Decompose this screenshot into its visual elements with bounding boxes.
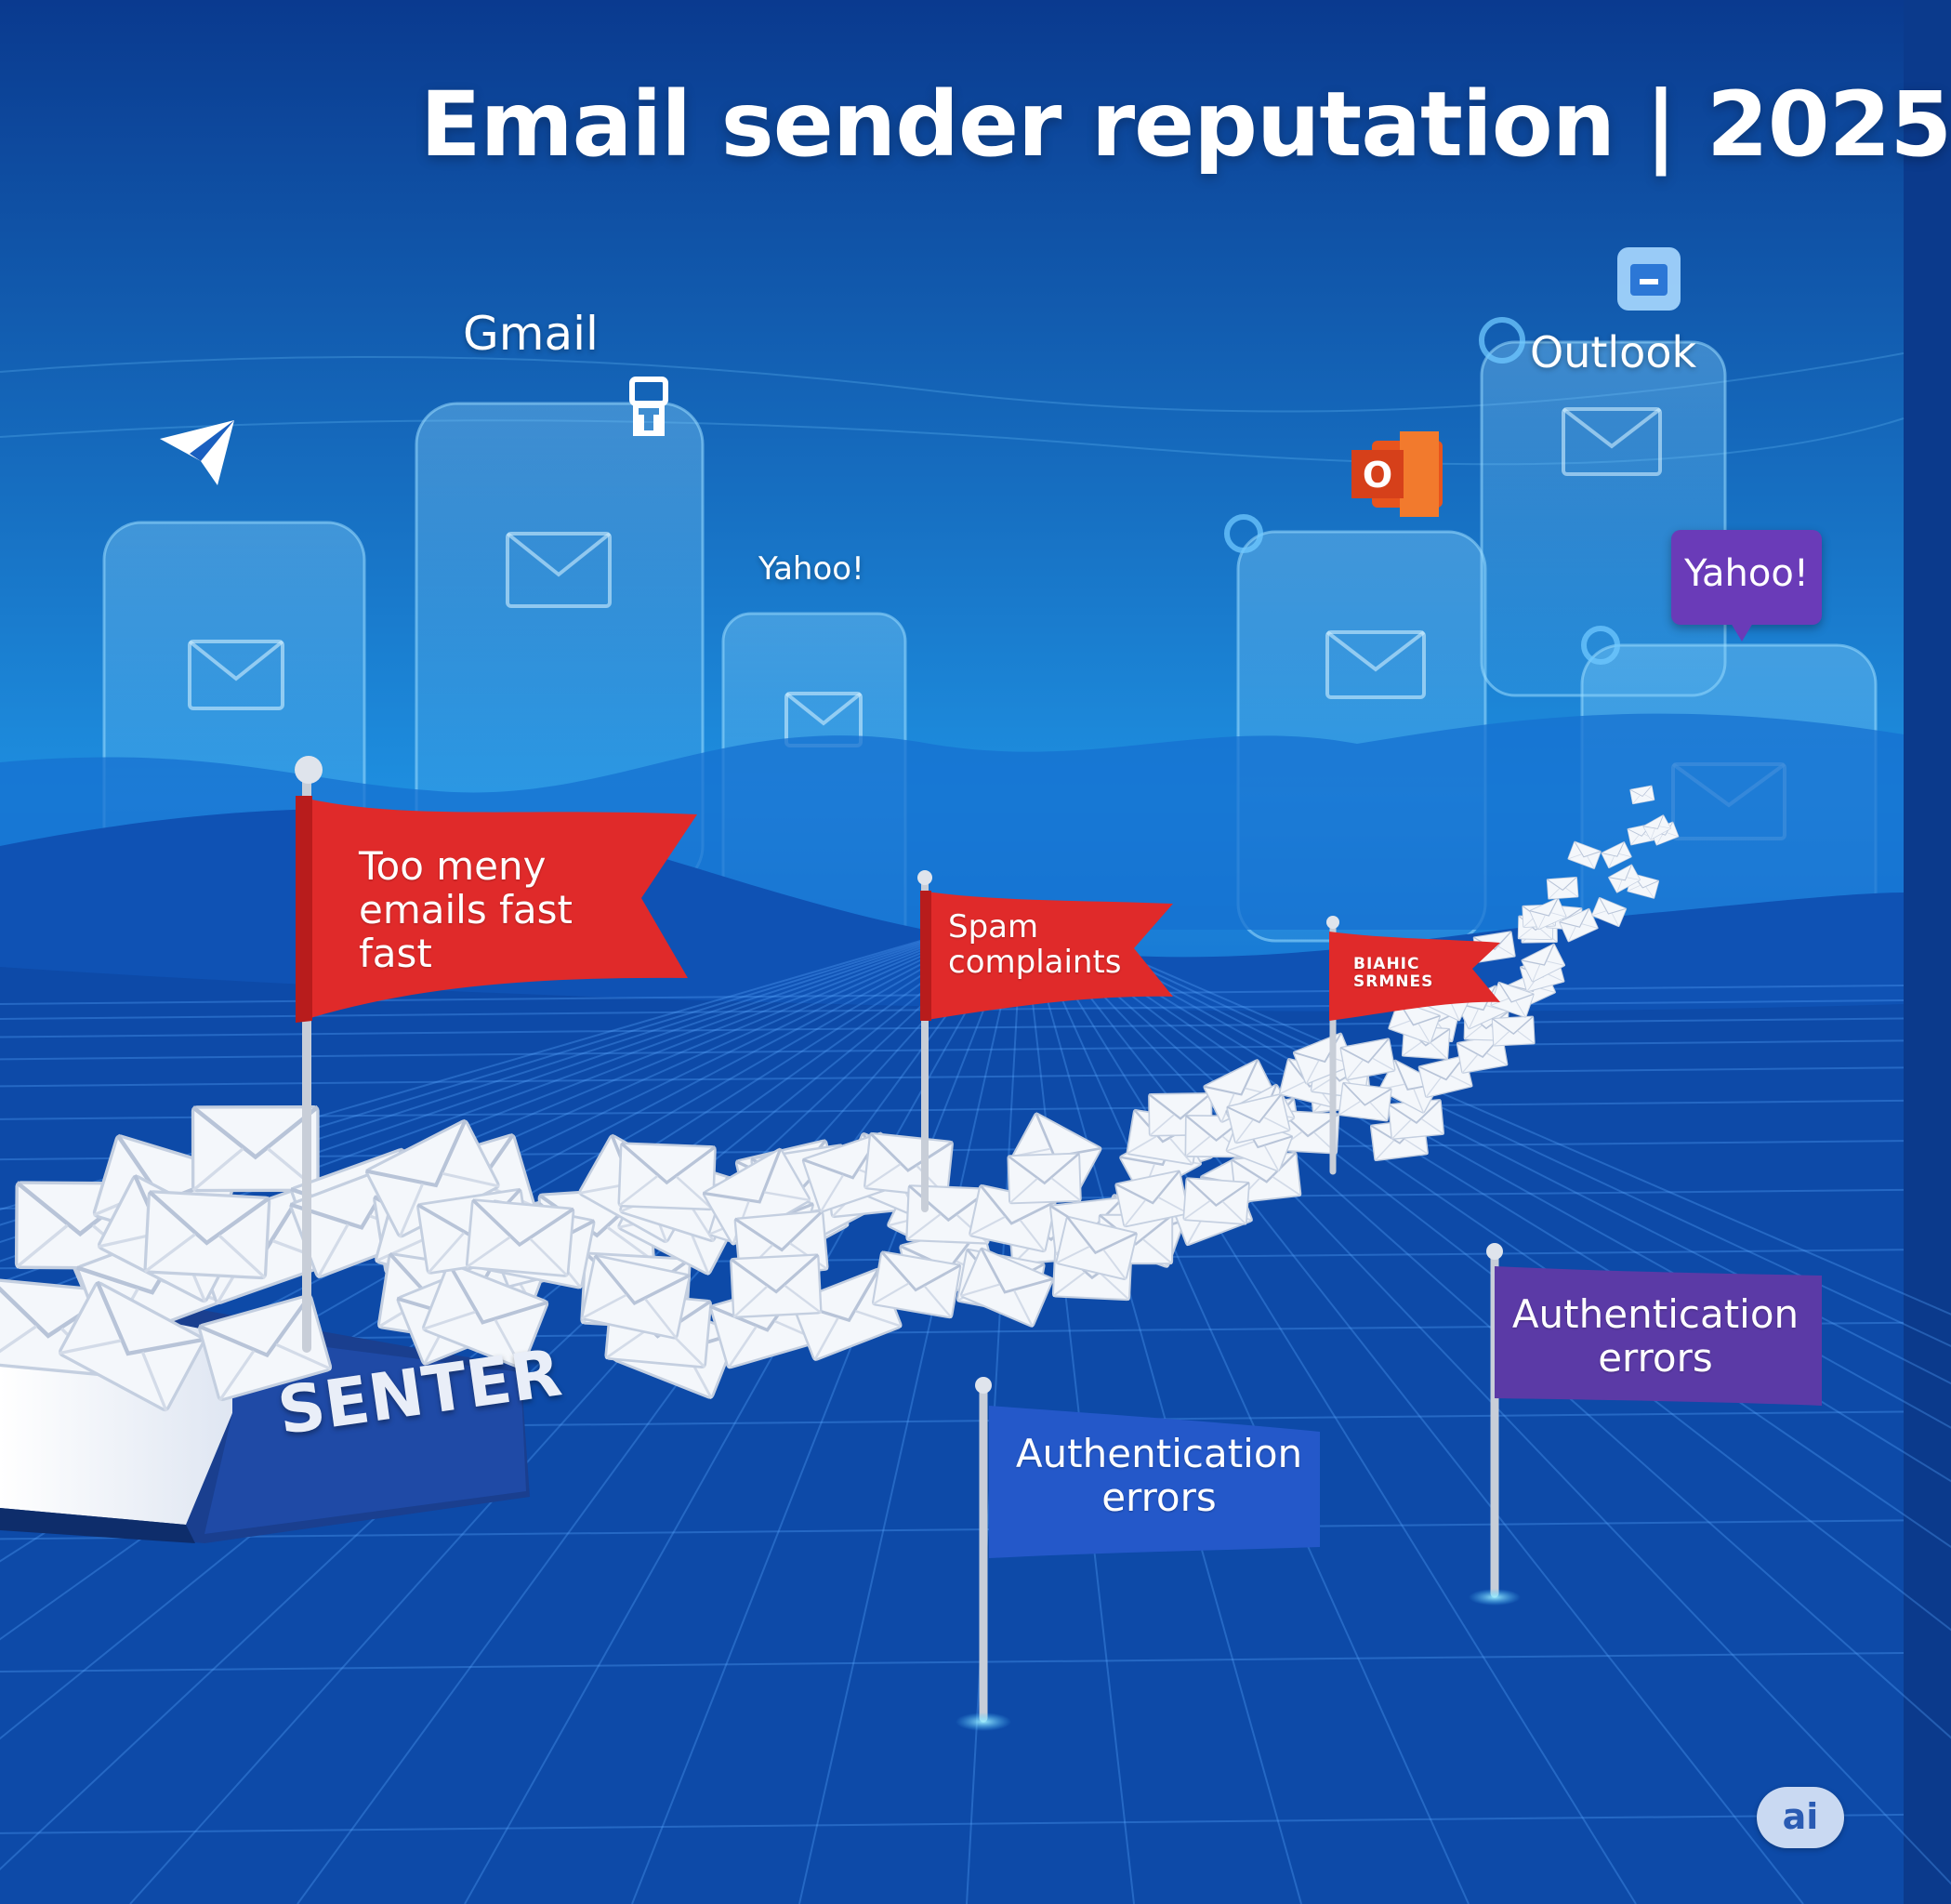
flag-label-spam-complaints: Spam complaints [948, 908, 1122, 982]
flag-red-medium [920, 891, 1173, 1021]
envelope-icon [465, 1197, 576, 1278]
paper-plane-icon [160, 420, 234, 485]
flag-label-authentication-errors-blue: Authentication errors [1015, 1431, 1303, 1521]
outlook-icon [1617, 247, 1681, 311]
envelope-icon [193, 1107, 319, 1191]
envelope-icon [729, 1252, 823, 1319]
office-logo-letter: O [1363, 455, 1392, 496]
envelope-icon [145, 1192, 270, 1278]
envelope-icon [1182, 1176, 1251, 1226]
page-title: Email sender reputation | 2025 [420, 73, 1951, 177]
envelope-icon [1546, 876, 1579, 900]
ai-badge: ai [1757, 1787, 1844, 1848]
envelope-icon [616, 1141, 718, 1211]
robot-icon [629, 377, 668, 436]
yahoo-badge-label: Yahoo! [1684, 552, 1809, 595]
envelope-icon [1491, 1015, 1536, 1047]
flag-red-large [296, 796, 697, 1023]
flag-label-authentication-errors-purple: Authentication errors [1511, 1291, 1799, 1382]
yahoo-label-small: Yahoo! [758, 550, 864, 588]
envelope-icon [1338, 1081, 1393, 1122]
ai-badge-label: ai [1782, 1796, 1819, 1837]
flag-purple [1495, 1266, 1822, 1406]
gear-icon [1224, 317, 1620, 665]
yahoo-badge: Yahoo! [1671, 530, 1822, 641]
outlook-label: Outlook [1530, 327, 1697, 377]
flag-blue [989, 1406, 1320, 1558]
office-logo-icon: O [1351, 431, 1443, 517]
flag-label-too-many-emails: Too meny emails fast fast [359, 843, 573, 977]
flag-label-garbled: BIAHIC SRMNES [1353, 955, 1434, 992]
gmail-label: Gmail [463, 307, 599, 361]
envelope-icon [1007, 1152, 1083, 1205]
flag-red-small [1329, 932, 1500, 1021]
